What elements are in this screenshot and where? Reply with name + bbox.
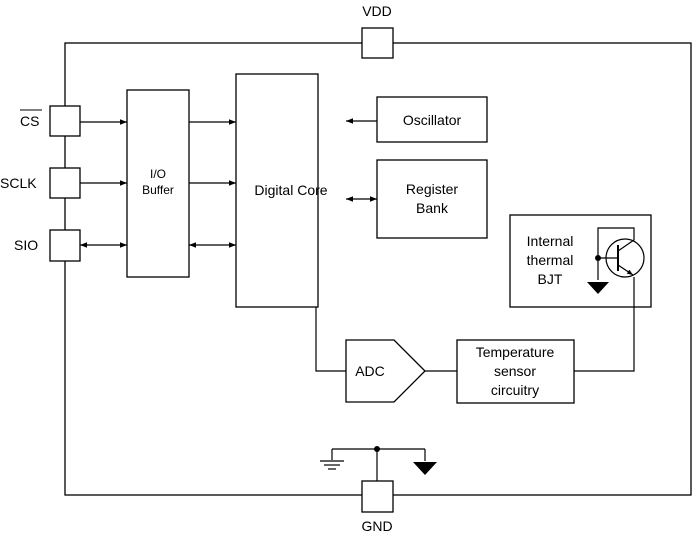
digital-core-label: Digital Core: [254, 182, 327, 198]
sclk-pin: [49, 167, 81, 199]
sclk-label: SCLK: [0, 175, 37, 191]
register-bank-block: [376, 159, 488, 239]
gnd-label: GND: [361, 518, 392, 534]
temp-sensor-label-line2: sensor: [494, 363, 536, 379]
io-buffer-label-line2: Buffer: [142, 183, 174, 197]
bjt-block: [509, 214, 652, 308]
power-ground-icon: [413, 462, 437, 475]
bjt-label-line1: Internal: [527, 233, 574, 249]
temp-sensor-label-line1: Temperature: [476, 344, 555, 360]
bjt-label-line3: BJT: [538, 271, 563, 287]
vdd-pin: [361, 27, 394, 59]
cs-pin: [49, 105, 81, 137]
sio-pin: [49, 229, 81, 262]
temp-to-bjt-wire: [574, 277, 635, 372]
register-bank-label-line1: Register: [406, 181, 458, 197]
io-buffer-label-line1: I/O: [150, 167, 166, 181]
oscillator-label: Oscillator: [403, 112, 462, 128]
adc-label: ADC: [355, 363, 385, 379]
gnd-pin: [361, 480, 394, 513]
oscillator-block: [376, 96, 488, 143]
digital-core-block: [235, 73, 319, 308]
bjt-label-line2: thermal: [527, 252, 574, 268]
transistor-icon: [595, 227, 645, 280]
bjt-ground-icon: [587, 282, 609, 294]
signal-ground-icon: [320, 460, 344, 470]
sio-label: SIO: [14, 237, 38, 253]
temp-sensor-label-line3: circuitry: [491, 382, 539, 398]
vdd-label: VDD: [362, 3, 392, 19]
ground-junction: [374, 446, 380, 452]
adc-block: [345, 339, 426, 403]
core-to-adc-wire: [315, 307, 346, 372]
cs-label: CS: [20, 113, 39, 129]
register-bank-label-line2: Bank: [416, 200, 449, 216]
